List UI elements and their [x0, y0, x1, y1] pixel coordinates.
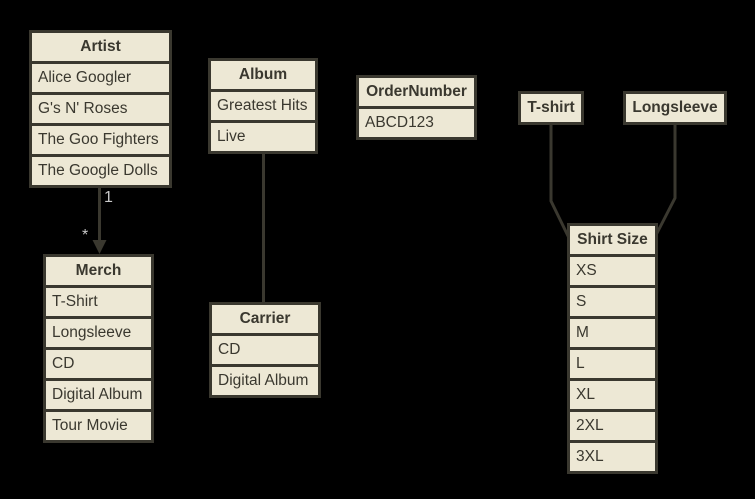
entity-merch-row: T-Shirt	[46, 285, 151, 316]
entity-tshirt: T-shirt	[518, 91, 584, 125]
connector-tshirt-shirtsize	[549, 124, 571, 239]
entity-order-number: OrderNumber ABCD123	[356, 75, 477, 140]
entity-longsleeve-title: Longsleeve	[632, 99, 718, 116]
connector-longsleeve-shirtsize	[654, 124, 677, 236]
entity-album-title: Album	[238, 66, 288, 83]
entity-artist-row: Alice Googler	[32, 61, 169, 92]
arrowhead-merch	[92, 240, 107, 254]
entity-merch-row: CD	[46, 347, 151, 378]
entity-longsleeve: Longsleeve	[623, 91, 727, 125]
entity-album-row: Live	[211, 120, 315, 151]
entity-album: Album Greatest Hits Live	[208, 58, 318, 154]
entity-tshirt-title: T-shirt	[527, 99, 575, 116]
entity-shirt-size-row: 2XL	[570, 409, 655, 440]
entity-shirt-size-row: XL	[570, 378, 655, 409]
entity-merch-row: Tour Movie	[46, 409, 151, 440]
entity-shirt-size-row: S	[570, 285, 655, 316]
entity-order-number-row: ABCD123	[359, 106, 474, 137]
entity-shirt-size-row: M	[570, 316, 655, 347]
entity-merch-row: Longsleeve	[46, 316, 151, 347]
entity-merch: Merch T-Shirt Longsleeve CD Digital Albu…	[43, 254, 154, 443]
entity-merch-title: Merch	[75, 262, 122, 279]
multiplicity-label-many: *	[82, 227, 89, 244]
entity-artist-row: G's N' Roses	[32, 92, 169, 123]
entity-shirt-size-row: L	[570, 347, 655, 378]
entity-merch-row: Digital Album	[46, 378, 151, 409]
multiplicity-label-one: 1	[104, 189, 113, 206]
entity-carrier: Carrier CD Digital Album	[209, 302, 321, 398]
entity-artist-row: The Google Dolls	[32, 154, 169, 185]
entity-shirt-size-row: 3XL	[570, 440, 655, 471]
entity-carrier-row: Digital Album	[212, 364, 318, 395]
entity-order-number-title: OrderNumber	[366, 83, 467, 100]
entity-artist-title: Artist	[80, 38, 121, 55]
entity-shirt-size-row: XS	[570, 254, 655, 285]
entity-carrier-title: Carrier	[239, 310, 291, 327]
entity-shirt-size-title: Shirt Size	[577, 231, 648, 248]
entity-album-row: Greatest Hits	[211, 89, 315, 120]
entity-artist-row: The Goo Fighters	[32, 123, 169, 154]
entity-carrier-row: CD	[212, 333, 318, 364]
entity-artist: Artist Alice Googler G's N' Roses The Go…	[29, 30, 172, 188]
entity-shirt-size: Shirt Size XS S M L XL 2XL 3XL	[567, 223, 658, 474]
